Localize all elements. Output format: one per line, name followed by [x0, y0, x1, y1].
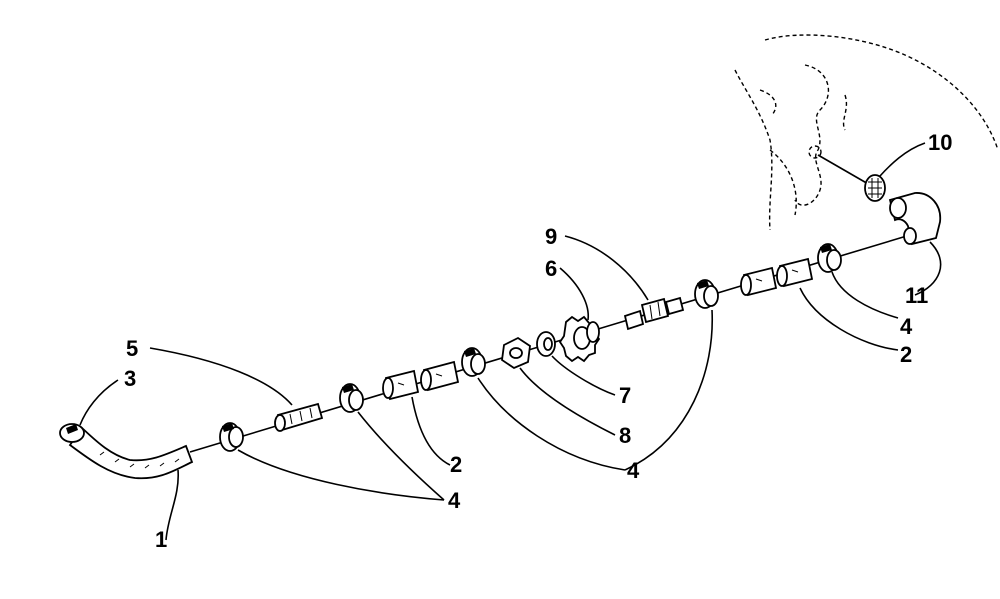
engine-housing-outline [734, 34, 999, 231]
part-clamp-2 [339, 383, 364, 413]
callout-6: 6 [545, 256, 557, 281]
callout-2-right: 2 [900, 342, 912, 367]
callout-4-middle: 4 [627, 458, 640, 483]
callout-4-right: 4 [900, 314, 913, 339]
assembly-axis [189, 154, 911, 453]
part-connector [274, 402, 324, 432]
part-clamp-3 [461, 347, 486, 377]
callout-3: 3 [124, 366, 136, 391]
callout-10: 10 [928, 130, 952, 155]
part-washer [536, 331, 556, 357]
part-clamp-4 [694, 279, 719, 309]
callout-8: 8 [619, 423, 631, 448]
callout-2-left: 2 [450, 452, 462, 477]
part-hose-section-right [740, 257, 814, 297]
part-clamp-5 [817, 243, 842, 273]
callout-4-left: 4 [448, 488, 461, 513]
part-nut [501, 336, 531, 370]
part-fitting [623, 296, 685, 331]
callout-9: 9 [545, 224, 557, 249]
part-elbow-fitting [888, 192, 942, 246]
part-hose-clamp [59, 423, 85, 443]
callout-1: 1 [155, 527, 167, 552]
callout-7: 7 [619, 383, 631, 408]
part-screen-filter [864, 174, 886, 202]
part-hose [68, 426, 194, 480]
callout-5: 5 [126, 336, 138, 361]
callout-labels: 1 3 5 4 2 4 8 7 6 9 10 11 4 2 [124, 130, 952, 552]
part-hose-section-left [382, 360, 460, 401]
part-gear-knob [558, 315, 601, 363]
callout-11: 11 [905, 283, 928, 308]
part-clamp-1 [219, 422, 244, 452]
leader-lines [79, 142, 942, 541]
